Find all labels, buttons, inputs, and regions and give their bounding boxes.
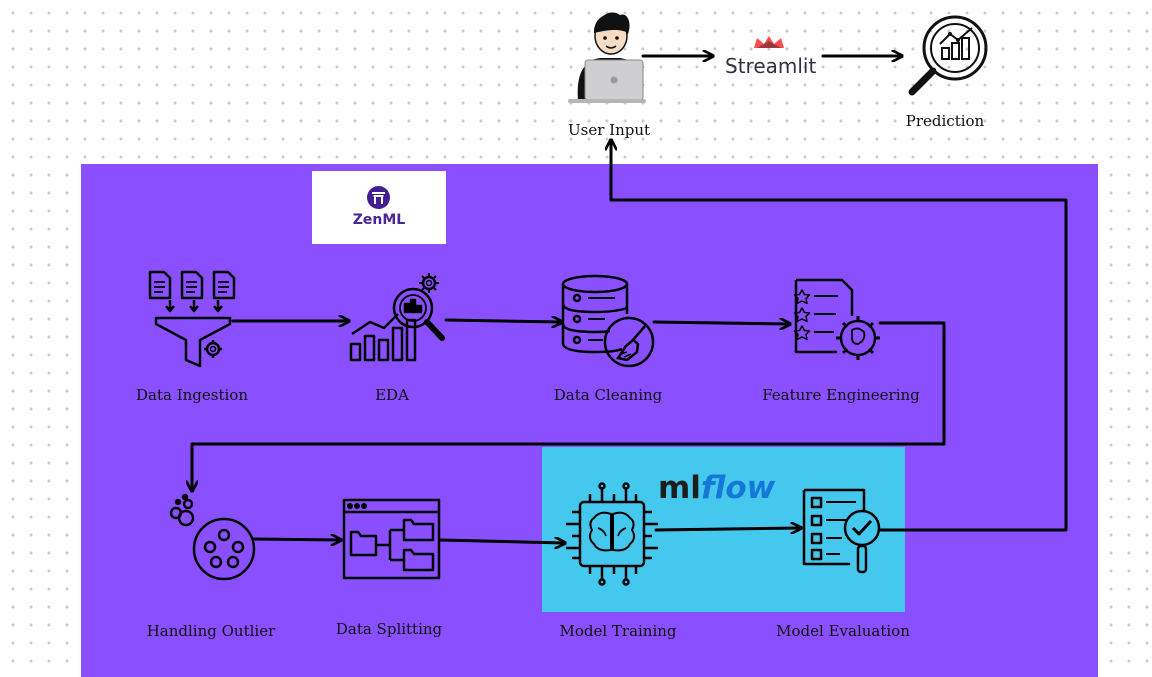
mlflow-logo-ml: ml [658,470,701,506]
magnifier-chart-icon [908,15,988,96]
zenml-logo-text: ZenML [352,212,406,228]
model-training-label: Model Training [559,622,677,640]
person-laptop-icon [568,12,646,103]
documents-funnel-icon [148,270,236,368]
streamlit-label: Streamlit [725,54,817,78]
checklist-brain-gear-icon [793,278,880,360]
chart-magnifier-gear-icon [349,273,445,362]
arrow-cleaning-to-feature [652,322,789,324]
data-cleaning-label: Data Cleaning [553,386,663,404]
data-splitting-label: Data Splitting [335,620,443,638]
streamlit-crown-icon [754,36,784,48]
eda-label: EDA [375,386,409,404]
data-ingestion-label: Data Ingestion [136,386,248,404]
checklist-magnifier-icon [802,488,881,574]
mlflow-logo-flow: flow [700,470,776,506]
brain-chip-icon [566,482,658,586]
arrow-training-to-evaluation [654,528,800,530]
handling-outlier-label: Handling Outlier [146,622,276,640]
arrow-evaluation-to-user [611,141,1068,532]
feature-engineering-label: Feature Engineering [762,386,920,404]
arrow-splitting-to-training [438,540,564,543]
arrow-feature-to-outlier [192,321,946,490]
zenml-logo: ZenML [312,171,446,244]
arrow-outlier-to-splitting [251,539,340,540]
zenml-torii-icon [367,186,390,209]
outlier-bubbles-icon [169,493,256,581]
mlflow-logo: mlflow [658,470,775,506]
prediction-label: Prediction [905,112,985,130]
split-folders-icon [342,498,441,580]
user-input-label: User Input [567,121,651,139]
database-broom-icon [561,274,655,368]
arrow-eda-to-cleaning [444,320,561,322]
model-evaluation-label: Model Evaluation [776,622,910,640]
